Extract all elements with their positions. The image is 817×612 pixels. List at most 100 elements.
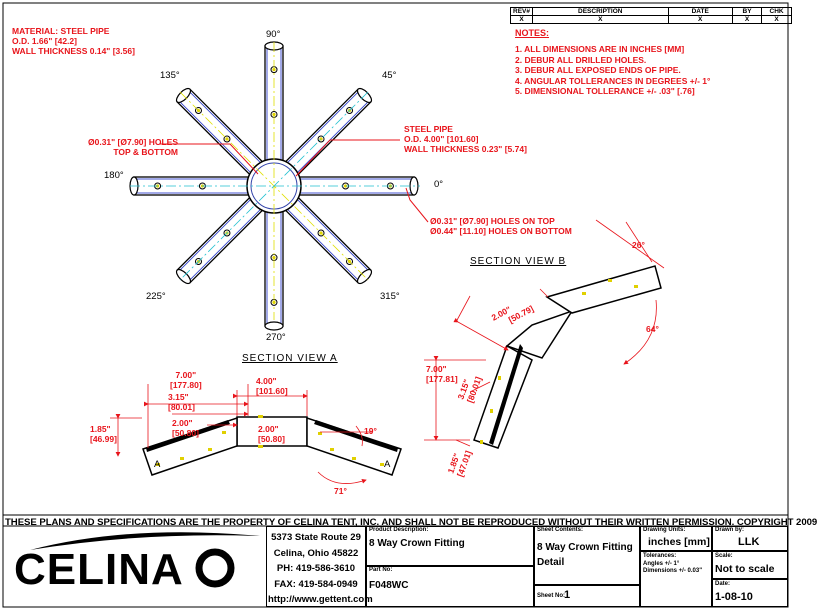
- address-line: Celina, Ohio 45822: [273, 547, 359, 559]
- dim-value: [50.80]: [172, 428, 199, 438]
- rev-header: REV#: [510, 7, 533, 16]
- description-cell: X: [531, 15, 669, 24]
- copyright-notice: THESE PLANS AND SPECIFICATIONS ARE THE P…: [5, 517, 817, 528]
- material-line: MATERIAL: STEEL PIPE: [12, 26, 110, 36]
- dim-a-700: 7.00" [177.80]: [170, 370, 202, 390]
- angle-a-19: 19°: [364, 426, 377, 436]
- holes-top-bottom-note: Ø0.31" [Ø7.90] HOLES TOP & BOTTOM: [88, 137, 178, 157]
- sheet-no-value: 1: [564, 589, 571, 601]
- dim-a-400: 4.00" [101.60]: [256, 376, 288, 396]
- date-header: DATE: [667, 7, 733, 16]
- dim-a-315: 3.15" [80.01]: [168, 392, 195, 412]
- dim-b-700: 7.00" [177.81]: [426, 364, 458, 384]
- angle-b-26: 26°: [632, 240, 645, 250]
- note-item: 5. DIMENSIONAL TOLLERANCE +/- .03" [.76]: [515, 86, 695, 96]
- tolerance-line: Angles +/- 1°: [643, 561, 680, 567]
- address-link[interactable]: http://www.gettent.com: [268, 594, 373, 605]
- holes-line: Ø0.31" [Ø7.90] HOLES ON TOP: [430, 216, 555, 226]
- revision-row: X X X X X: [510, 15, 792, 24]
- drawing-units-box: [640, 526, 712, 551]
- dim-value: [50.80]: [258, 434, 285, 444]
- celina-logo: CELINA: [14, 545, 235, 595]
- description-header: DESCRIPTION: [531, 7, 669, 16]
- dim-value: 3.15": [168, 392, 189, 402]
- part-no-label: Part No:: [369, 567, 393, 573]
- angle-label-270: 270°: [266, 332, 286, 343]
- address-line: 5373 State Route 29: [271, 532, 361, 543]
- address-box: [266, 526, 366, 607]
- tolerance-line: Dimensions +/- 0.03": [643, 568, 703, 574]
- dim-value: [177.80]: [170, 380, 202, 390]
- drawing-units-label: Drawing Units:: [643, 527, 686, 533]
- rev-cell: X: [510, 15, 533, 24]
- dim-value: 1.85": [90, 424, 111, 434]
- leader-holes-tb: [160, 143, 259, 175]
- note-item: 4. ANGULAR TOLLERANCES IN DEGREES +/- 1°: [515, 75, 711, 86]
- by-header: BY: [731, 7, 763, 16]
- angle-label-45: 45°: [382, 70, 397, 81]
- drawing-units-value: inches [mm]: [648, 536, 710, 548]
- holes-line: Ø0.31" [Ø7.90] HOLES: [88, 137, 179, 147]
- center-line-d2: [179, 91, 369, 281]
- section-view-b-title: SECTION VIEW B: [470, 256, 567, 267]
- scale-value: Not to scale: [715, 563, 775, 575]
- dim-value: 7.00": [175, 370, 197, 380]
- company-address: 5373 State Route 29 Celina, Ohio 45822 P…: [268, 530, 373, 608]
- angle-a-71: 71°: [334, 486, 347, 496]
- dim-value: 7.00": [426, 364, 447, 374]
- revision-header-row: REV# DESCRIPTION DATE BY CHK: [510, 7, 792, 16]
- tolerances-label: Tolerances:: [643, 553, 677, 559]
- leader-steel-pipe: [295, 139, 400, 177]
- dim-value: 4.00": [256, 376, 277, 386]
- note-item: 1. ALL DIMENSIONS ARE IN INCHES [MM]: [515, 44, 685, 54]
- drawn-by-label: Drawn by:: [715, 527, 745, 533]
- date-box: [712, 579, 788, 607]
- dim-value: 2.00": [172, 418, 193, 428]
- angle-label-0: 0°: [434, 179, 444, 190]
- chk-cell: X: [761, 15, 792, 24]
- steel-pipe-line: O.D. 4.00" [101.60]: [404, 134, 479, 144]
- chk-header: CHK: [761, 7, 792, 16]
- angle-label-315: 315°: [380, 291, 400, 302]
- holes-on-top-note: Ø0.31" [Ø7.90] HOLES ON TOP Ø0.44" [11.1…: [430, 216, 572, 236]
- sheet-contents-value: 8 Way Crown Fitting Detail: [537, 540, 633, 570]
- date-value: 1-08-10: [715, 591, 753, 603]
- date-cell: X: [667, 15, 733, 24]
- product-desc-value: 8 Way Crown Fitting: [369, 538, 465, 549]
- section-view-a-title: SECTION VIEW A: [242, 353, 338, 364]
- logo-text: CELINA: [14, 545, 183, 594]
- sheet-contents-box: [534, 526, 640, 585]
- drawn-by-box: [712, 526, 788, 551]
- section-a-label-right: A: [384, 459, 391, 470]
- notes-title: NOTES:: [515, 28, 550, 38]
- note-item: 3. DEBUR ALL EXPOSED ENDS OF PIPE.: [515, 65, 681, 75]
- address-line: PH: 419-586-3610: [276, 563, 356, 574]
- drawn-by-value: LLK: [738, 536, 760, 548]
- material-line: WALL THICKNESS 0.14" [3.56]: [12, 46, 135, 56]
- sheet-contents-line: Detail: [537, 557, 565, 568]
- angle-label-225: 225°: [146, 291, 166, 302]
- steel-pipe-line: STEEL PIPE: [404, 124, 453, 134]
- revision-table: REV# DESCRIPTION DATE BY CHK X X X X X: [510, 7, 792, 24]
- dim-a-center: 2.00" [50.80]: [258, 424, 285, 444]
- angle-label-90: 90°: [266, 29, 281, 40]
- product-desc-label: Product Description:: [369, 527, 429, 533]
- material-note: MATERIAL: STEEL PIPE O.D. 1.66" [42.2] W…: [12, 26, 135, 56]
- sheet-no-box: [534, 585, 640, 607]
- holes-line: Ø0.44" [11.10] HOLES ON BOTTOM: [430, 226, 572, 236]
- dim-value: 2.00": [258, 424, 279, 434]
- sheet-no-label: Sheet No:: [537, 593, 566, 599]
- part-no-value: F048WC: [369, 580, 409, 591]
- section-a-label-left: A: [154, 459, 161, 470]
- holes-line: TOP & BOTTOM: [113, 147, 179, 157]
- steel-pipe-line: WALL THICKNESS 0.23" [5.74]: [404, 144, 527, 154]
- date-label: Date:: [715, 581, 731, 587]
- angle-b-64: 64°: [646, 324, 659, 334]
- material-line: O.D. 1.66" [42.2]: [12, 36, 77, 46]
- product-desc-box: [366, 526, 534, 566]
- dim-a-200: 2.00" [50.80]: [172, 418, 199, 438]
- angle-label-135: 135°: [160, 70, 180, 81]
- dim-value: [46.99]: [90, 434, 117, 444]
- section-view-b: [424, 219, 665, 449]
- dim-value: [80.01]: [168, 402, 195, 412]
